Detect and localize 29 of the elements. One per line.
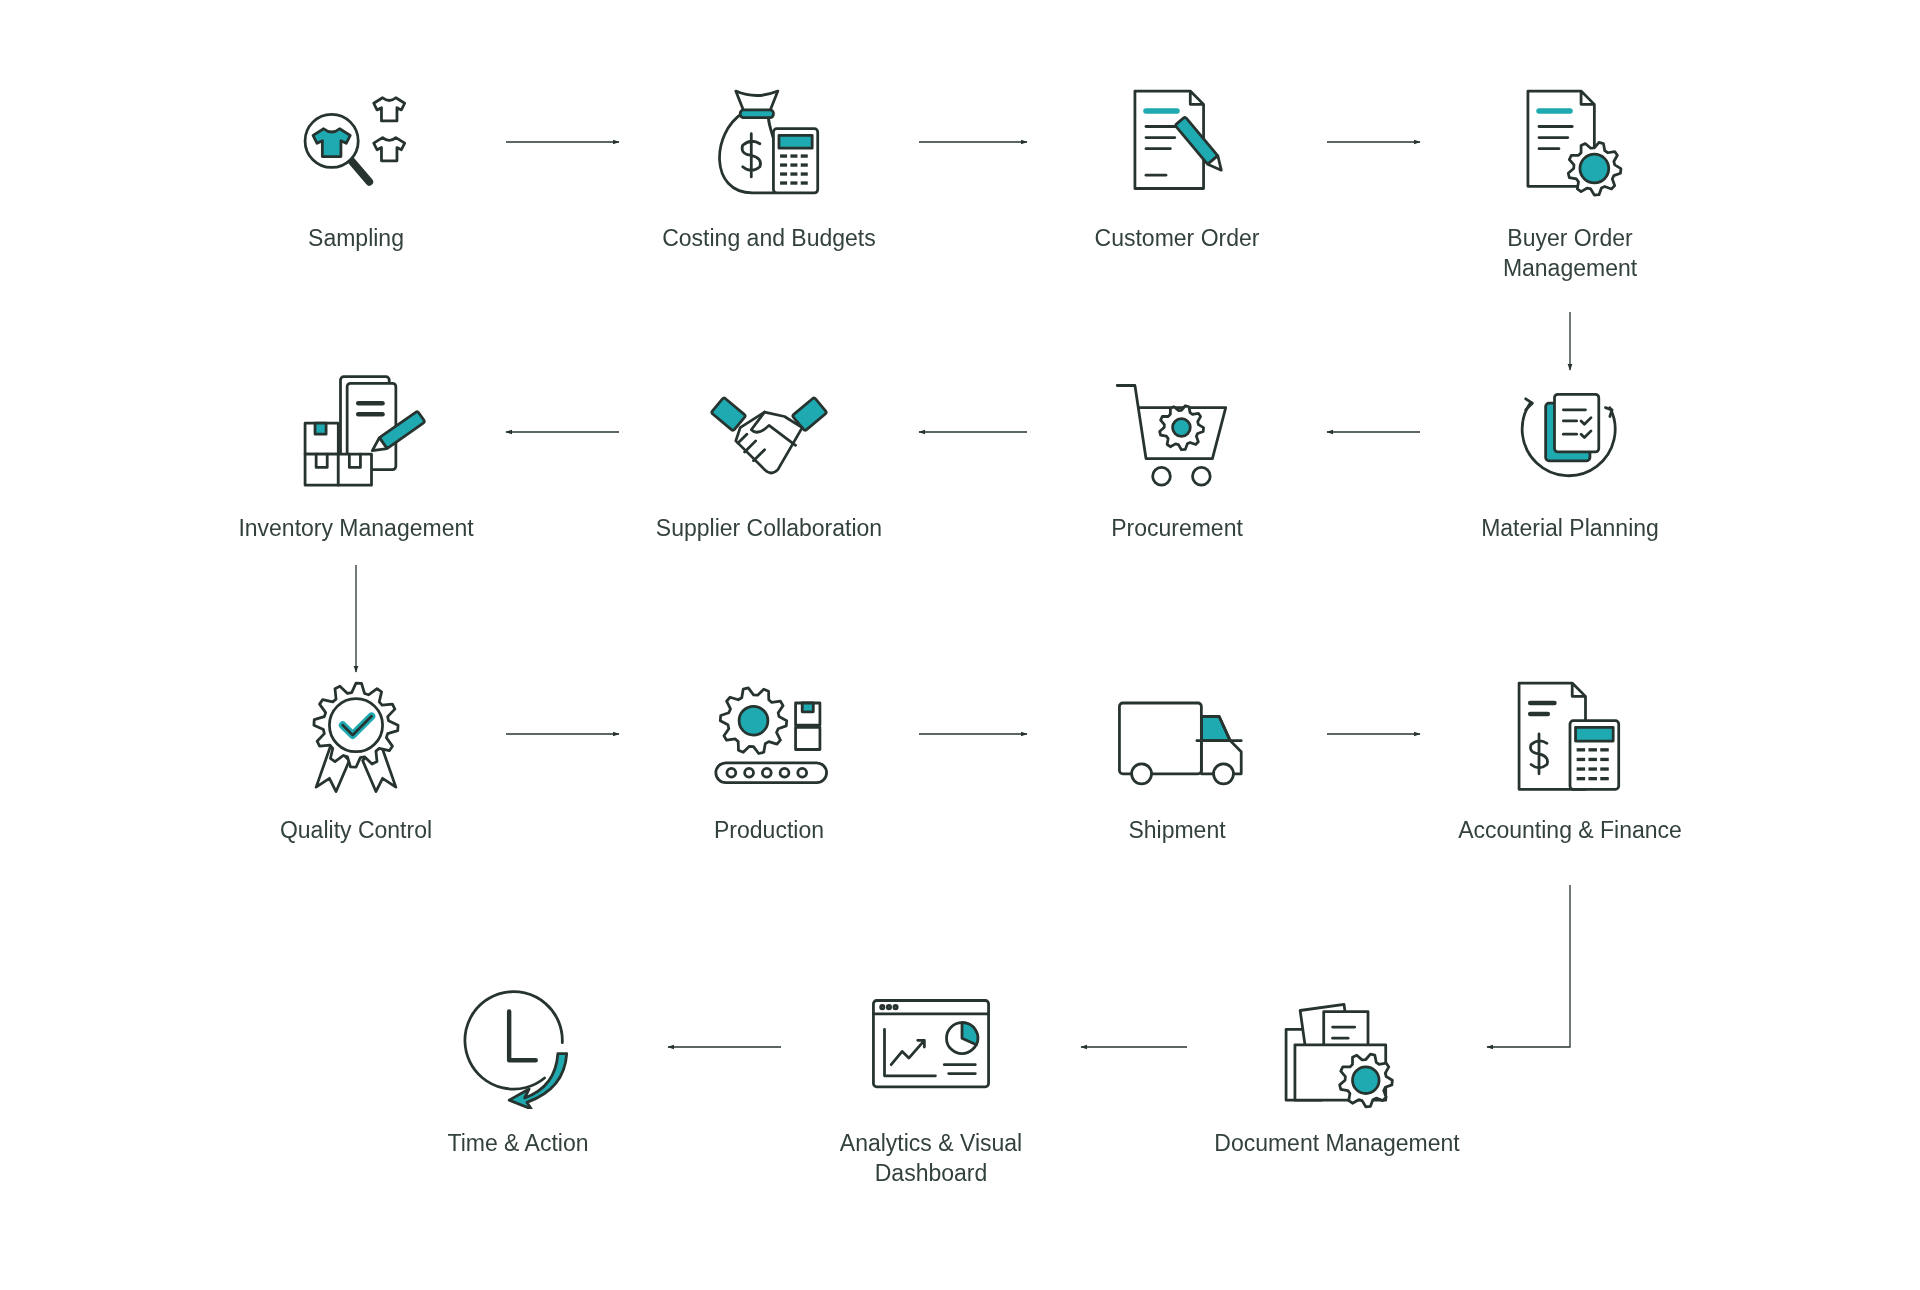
step-label: Document Management [1214,1129,1460,1158]
arrow [1486,884,1571,1050]
arrow [353,564,359,673]
arrow [1326,429,1421,435]
arrow [505,139,620,145]
step-label: Material Planning [1481,514,1659,543]
arrow [918,429,1028,435]
arrow [667,1044,782,1050]
step-label: Shipment [1128,816,1226,845]
step-label: Costing and Budgets [662,224,876,253]
step-label: Sampling [308,224,404,253]
arrow [1080,1044,1188,1050]
step-label: Procurement [1111,514,1243,543]
step-label: Quality Control [279,816,433,845]
arrow [1567,311,1573,371]
step-label: Analytics & Visual Dashboard [838,1129,1024,1188]
step-label: Production [714,816,824,845]
step-label: Supplier Collaboration [655,514,883,543]
arrow [918,139,1028,145]
step-label: Buyer Order Management [1501,224,1639,283]
step-label: Customer Order [1094,224,1260,253]
arrow [918,731,1028,737]
step-label: Time & Action [447,1129,589,1158]
arrow [1326,139,1421,145]
arrow [505,429,620,435]
step-label: Accounting & Finance [1458,816,1682,845]
arrow [505,731,620,737]
step-label: Inventory Management [238,514,474,543]
arrow [1326,731,1421,737]
